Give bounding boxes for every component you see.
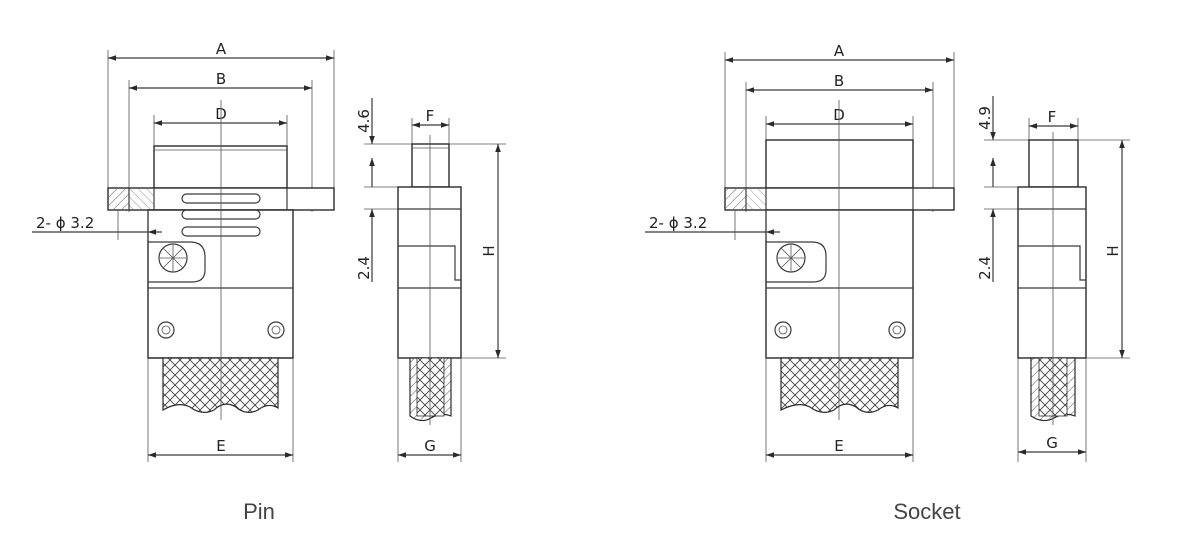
- pin-dim-b-label: B: [216, 70, 226, 88]
- socket-dim-h-label: H: [1104, 245, 1122, 256]
- socket-clamp-screw-icon: [776, 243, 806, 273]
- pin-dim-e-label: E: [216, 437, 225, 455]
- socket-shell: [765, 139, 914, 189]
- pin-clamp-screw-icon: [158, 243, 188, 273]
- pin-dim-g-label: G: [424, 437, 436, 455]
- socket-dim-a-label: A: [834, 42, 845, 60]
- pin-screw-icon: [157, 321, 175, 339]
- socket-dim-side-label: 2.4: [976, 256, 994, 280]
- socket-dim-g-label: G: [1046, 434, 1058, 452]
- pin-view: A B D: [32, 40, 506, 524]
- pin-side-view: 4.6 2.4 F H G: [355, 98, 506, 462]
- socket-caption: Socket: [893, 499, 960, 524]
- pin-screw-icon: [267, 321, 285, 339]
- pin-front-view: A B D: [32, 40, 335, 462]
- pin-dim-top-label: 4.6: [355, 109, 373, 133]
- pin-dim-f-label: F: [426, 107, 435, 125]
- pin-dim-side-label: 2.4: [355, 256, 373, 280]
- socket-dim-f-label: F: [1048, 108, 1057, 126]
- pin-caption: Pin: [243, 499, 275, 524]
- socket-front-view: A B D: [645, 42, 955, 462]
- pin-plug-shell: [153, 145, 288, 189]
- socket-screw-icon: [888, 321, 906, 339]
- pin-side-plug: [411, 143, 450, 188]
- socket-side-shell: [1028, 139, 1079, 188]
- socket-view: A B D: [645, 42, 1130, 524]
- pin-side-body: [397, 186, 462, 359]
- pin-dim-a-label: A: [216, 40, 227, 58]
- socket-dim-e-label: E: [834, 437, 843, 455]
- socket-dim-b-label: B: [834, 72, 844, 90]
- socket-side-body: [1017, 186, 1087, 359]
- pin-braided-cable: [162, 357, 279, 413]
- socket-hole-note: 2- ϕ 3.2: [649, 214, 707, 232]
- socket-dim-top-label: 4.9: [976, 106, 994, 130]
- socket-screw-icon: [774, 321, 792, 339]
- pin-hole-note: 2- ϕ 3.2: [36, 214, 94, 232]
- pin-dim-h-label: H: [480, 245, 498, 256]
- socket-braided-cable: [780, 357, 899, 413]
- socket-side-view: 4.9 2.4 F H G: [976, 96, 1130, 462]
